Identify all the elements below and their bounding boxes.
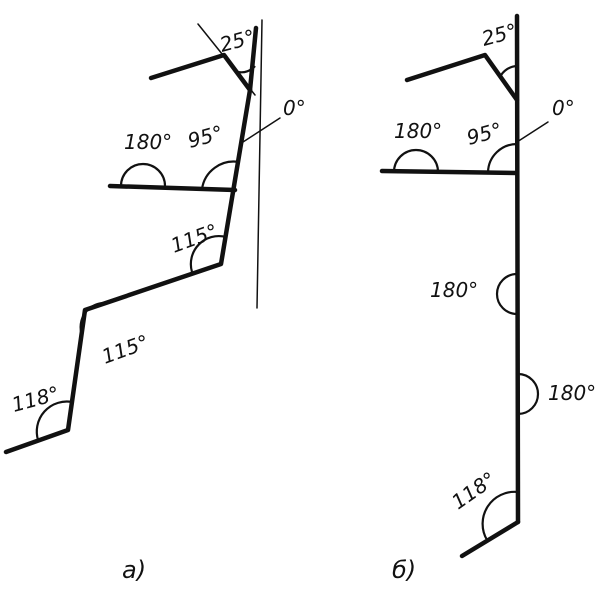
panel-a-zero-pointer [242,117,281,143]
panel-a-main-chain [3,87,253,455]
panel-b-arc-25 [499,64,518,78]
panel-b: 25° 0° 180° 95° 180° 180° 118° б) [379,13,596,584]
panel-b-caption: б) [392,556,416,584]
panel-a-angle-180: 180° [124,130,172,154]
panel-a-side-branch [107,183,238,193]
panel-a-arc-115-lower [79,301,107,336]
panel-a: 25° 0° 180° 95° 115° 115° 118° a) [3,19,306,584]
panel-b-arc-95 [486,142,518,173]
panel-a-angle-0: 0° [283,96,306,120]
panel-a-upper-chain [148,52,253,93]
panel-a-arc-95 [200,160,240,190]
panel-b-upper-chain [404,52,520,103]
panel-b-arc-180-upper [495,272,518,316]
panel-b-zero-pointer [516,121,549,143]
panel-b-angle-25: 25° [479,18,519,50]
panel-a-arc-115-upper [189,235,227,273]
panel-b-angle-180: 180° [394,119,442,143]
panel-b-bottom-tail [459,519,521,559]
panel-b-angle-118: 118° [447,467,500,514]
panel-b-angle-0: 0° [552,96,575,120]
panel-a-arc-25 [237,65,256,74]
panel-a-angle-95: 95° [185,120,225,152]
panel-b-side-branch [379,168,520,176]
panel-b-angle-180-upper: 180° [430,278,478,302]
panel-b-angle-180-lower: 180° [548,381,596,405]
panel-a-arc-180 [119,162,167,187]
panel-a-top-stub [247,25,259,93]
panel-a-caption: a) [122,556,146,584]
panel-b-arc-180-lower [517,372,540,416]
panel-b-arc-118 [481,490,519,541]
panel-b-main-axis [514,13,521,525]
panel-a-arc-118 [35,400,73,441]
panel-a-angle-118: 118° [9,381,62,417]
panel-b-angle-95: 95° [464,117,504,149]
panel-b-arc-180 [392,148,440,173]
panel-a-reference-axis [256,19,263,309]
panel-a-angle-115-lower: 115° [99,330,152,369]
